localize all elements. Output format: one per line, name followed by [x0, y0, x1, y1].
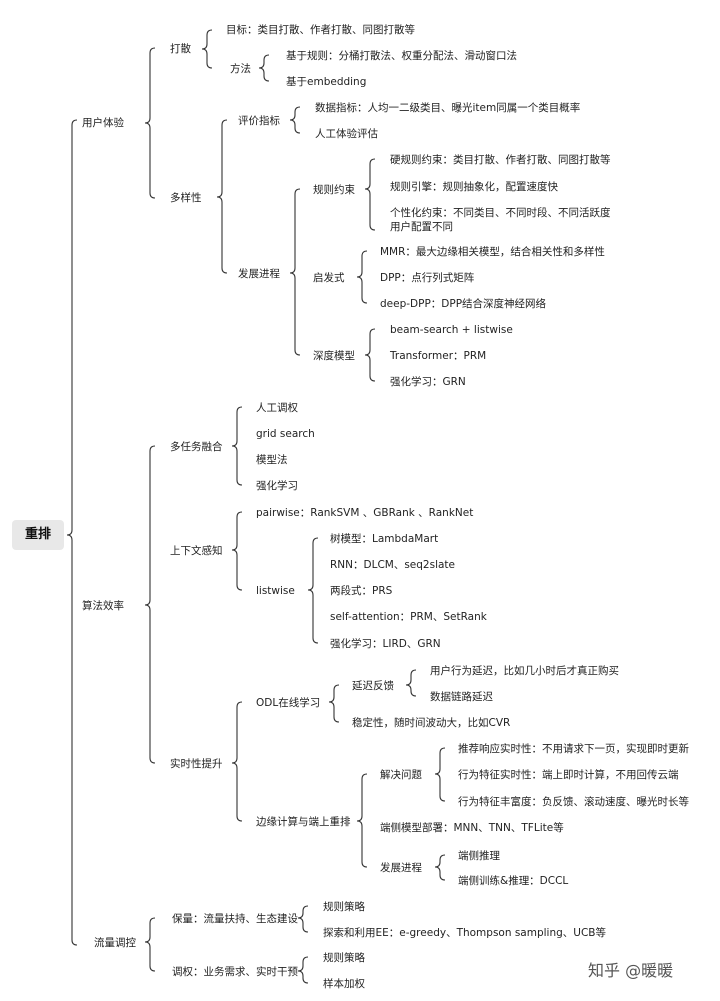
- node-context[interactable]: 上下文感知: [170, 545, 223, 557]
- node-deep-model[interactable]: 深度模型: [313, 350, 355, 362]
- brace-mtl: [231, 406, 243, 486]
- node-grid-search[interactable]: grid search: [256, 428, 315, 440]
- brace-odl: [328, 684, 340, 723]
- node-adjust-sample[interactable]: 样本加权: [323, 978, 365, 990]
- node-hard-rule[interactable]: 硬规则约束：类目打散、作者打散、同图打散等: [390, 154, 611, 166]
- node-manual-weight[interactable]: 人工调权: [256, 402, 298, 414]
- node-edge-dev[interactable]: 发展进程: [380, 862, 422, 874]
- node-adjust-rule[interactable]: 规则策略: [323, 952, 365, 964]
- node-delay-pipeline[interactable]: 数据链路延迟: [430, 691, 493, 703]
- node-rl-lird[interactable]: 强化学习：LIRD、GRN: [330, 638, 441, 650]
- node-rnn[interactable]: RNN：DLCM、seq2slate: [330, 559, 456, 571]
- brace-eval: [289, 106, 301, 134]
- node-odl[interactable]: ODL在线学习: [256, 697, 321, 709]
- brace-algo: [144, 445, 156, 764]
- brace-delay: [405, 669, 417, 697]
- root-node[interactable]: 重排: [12, 520, 64, 550]
- node-personal-constraint-cont[interactable]: 用户配置不同: [390, 221, 453, 233]
- node-scatter[interactable]: 打散: [170, 43, 191, 55]
- node-edge-train[interactable]: 端侧训练&推理：DCCL: [458, 875, 569, 887]
- node-personal-constraint[interactable]: 个性化约束：不同类目、不同时段、不同活跃度: [390, 207, 611, 219]
- brace-context: [231, 511, 243, 591]
- brace-rule: [364, 158, 376, 231]
- node-dev-process[interactable]: 发展进程: [238, 268, 280, 280]
- node-method-rule[interactable]: 基于规则：分桶打散法、权重分配法、滑动窗口法: [286, 50, 517, 62]
- node-solve-richness[interactable]: 行为特征丰富度：负反馈、滚动速度、曝光时长等: [458, 796, 689, 808]
- node-eval-metrics[interactable]: 评价指标: [238, 115, 280, 127]
- brace-adjust: [297, 956, 309, 984]
- node-beam-search[interactable]: beam-search + listwise: [390, 324, 513, 336]
- node-eval-data[interactable]: 数据指标：人均一二级类目、曝光item同属一个类目概率: [315, 102, 581, 114]
- node-mmr[interactable]: MMR：最大边缘相关模型，结合相关性和多样性: [380, 246, 605, 258]
- node-traffic-control[interactable]: 流量调控: [94, 937, 136, 949]
- node-delay-feedback[interactable]: 延迟反馈: [352, 680, 394, 692]
- brace-user-exp: [144, 47, 156, 199]
- node-solve-problem[interactable]: 解决问题: [380, 769, 422, 781]
- brace-listwise: [307, 537, 319, 644]
- node-user-experience[interactable]: 用户体验: [82, 117, 124, 129]
- node-stability[interactable]: 稳定性，随时间波动大，比如CVR: [352, 717, 511, 729]
- node-guarantee-rule[interactable]: 规则策略: [323, 901, 365, 913]
- node-heuristic[interactable]: 启发式: [313, 272, 345, 284]
- node-rule-constraint[interactable]: 规则约束: [313, 184, 355, 196]
- node-tree-model[interactable]: 树模型：LambdaMart: [330, 533, 439, 545]
- node-model-method[interactable]: 模型法: [256, 454, 288, 466]
- brace-method: [258, 54, 270, 82]
- node-two-stage[interactable]: 两段式：PRS: [330, 585, 393, 597]
- brace-diversity: [216, 119, 228, 274]
- node-self-attention[interactable]: self-attention：PRM、SetRank: [330, 611, 487, 623]
- node-edge-computing[interactable]: 边缘计算与端上重排: [256, 816, 351, 828]
- node-guarantee[interactable]: 保量：流量扶持、生态建设: [172, 913, 298, 925]
- node-diversity[interactable]: 多样性: [170, 192, 202, 204]
- node-solve-feature[interactable]: 行为特征实时性：端上即时计算，不用回传云端: [458, 769, 679, 781]
- node-pairwise[interactable]: pairwise：RankSVM 、GBRank 、RankNet: [256, 507, 474, 519]
- node-solve-response[interactable]: 推荐响应实时性：不用请求下一页，实现即时更新: [458, 743, 689, 755]
- node-listwise[interactable]: listwise: [256, 585, 295, 597]
- brace-heuristic: [356, 250, 368, 304]
- node-algo-efficiency[interactable]: 算法效率: [82, 600, 124, 612]
- node-transformer[interactable]: Transformer：PRM: [390, 350, 487, 362]
- node-multitask[interactable]: 多任务融合: [170, 441, 223, 453]
- brace-root: [66, 119, 78, 946]
- node-rl[interactable]: 强化学习: [256, 480, 298, 492]
- brace-realtime: [231, 701, 243, 822]
- brace-deep: [364, 328, 376, 382]
- brace-scatter: [201, 29, 213, 69]
- node-eval-human[interactable]: 人工体验评估: [315, 128, 378, 140]
- node-method-embedding[interactable]: 基于embedding: [286, 76, 367, 88]
- node-guarantee-ee[interactable]: 探索和利用EE：e-greedy、Thompson sampling、UCB等: [323, 927, 607, 939]
- node-scatter-goal[interactable]: 目标：类目打散、作者打散、同图打散等: [226, 24, 415, 36]
- brace-dev: [289, 188, 301, 356]
- node-delay-behavior[interactable]: 用户行为延迟，比如几小时后才真正购买: [430, 665, 619, 677]
- node-adjust-weight[interactable]: 调权：业务需求、实时干预: [172, 966, 298, 978]
- brace-guarantee: [297, 905, 309, 933]
- brace-traffic: [144, 917, 156, 972]
- node-edge-deploy[interactable]: 端侧模型部署：MNN、TNN、TFLite等: [380, 822, 564, 834]
- brace-solve: [434, 747, 446, 802]
- brace-edge-dev: [434, 854, 446, 881]
- node-dpp[interactable]: DPP：点行列式矩阵: [380, 272, 475, 284]
- node-rl-grn[interactable]: 强化学习：GRN: [390, 376, 466, 388]
- node-scatter-method[interactable]: 方法: [230, 63, 251, 75]
- node-deep-dpp[interactable]: deep-DPP：DPP结合深度神经网络: [380, 298, 547, 310]
- node-rule-engine[interactable]: 规则引擎：规则抽象化，配置速度快: [390, 181, 558, 193]
- brace-edge: [356, 773, 368, 868]
- node-edge-inference[interactable]: 端侧推理: [458, 850, 500, 862]
- node-realtime[interactable]: 实时性提升: [170, 758, 223, 770]
- watermark: 知乎 @暖暖: [588, 961, 674, 980]
